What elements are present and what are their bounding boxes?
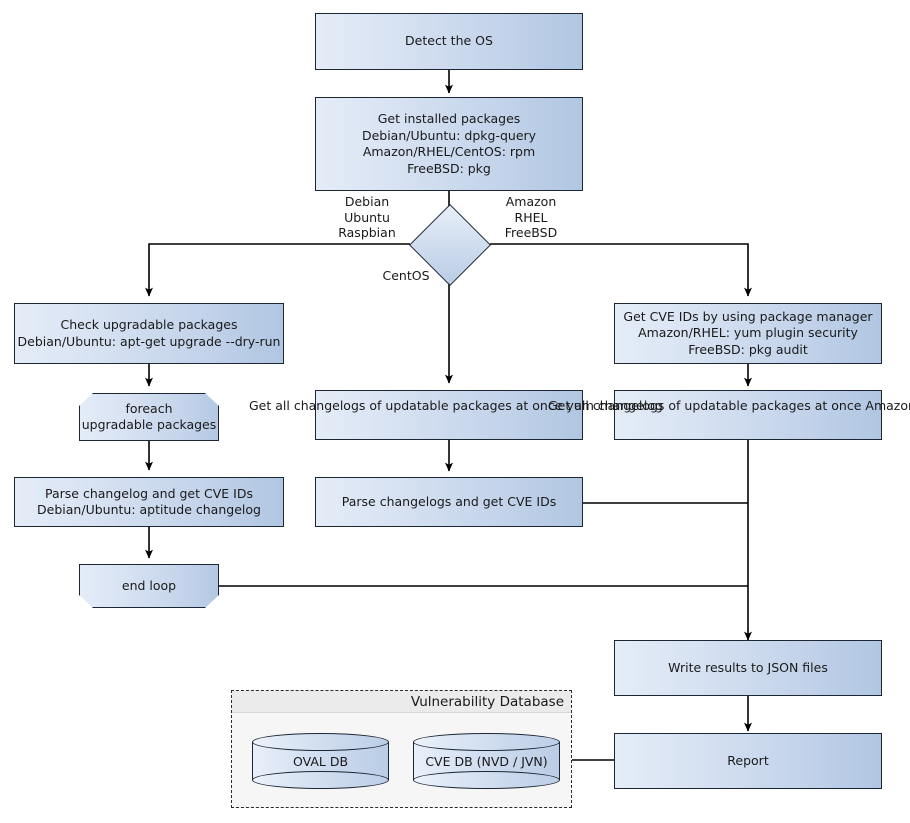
edge-label-left-branch: Debian Ubuntu Raspbian <box>338 194 396 240</box>
foreach-loop-shape <box>79 393 219 441</box>
database-cve-db[interactable]: CVE DB (NVD / JVN) <box>413 733 560 789</box>
node-detect-os-label: Detect the OS <box>405 33 493 49</box>
node-end-loop-label: end loop <box>121 577 177 593</box>
vulnerability-database-title: Vulnerability Database <box>232 691 571 713</box>
node-foreach-loop-line1: foreach <box>125 400 173 416</box>
node-parse-changelogs-center-label: Parse changelogs and get CVE IDs <box>341 493 557 509</box>
cve-db-label: CVE DB (NVD / JVN) <box>425 753 548 769</box>
node-foreach-loop-line2: upgradable packages <box>81 417 217 432</box>
node-report[interactable]: Report <box>614 733 882 789</box>
node-get-changelogs-center[interactable] <box>315 390 583 440</box>
node-parse-changelog-left-line1: Parse changelog and get CVE IDs <box>45 485 253 501</box>
database-oval-db[interactable]: OVAL DB <box>252 733 389 789</box>
node-get-cve-ids-right-line2: Amazon/RHEL: yum plugin security <box>638 325 858 341</box>
vulnerability-database-group: Vulnerability Database OVAL DB CVE DB (N… <box>231 690 572 808</box>
oval-db-label: OVAL DB <box>292 753 349 769</box>
node-write-results-label: Write results to JSON files <box>668 659 828 675</box>
node-get-installed-packages-line3: Amazon/RHEL/CentOS: rpm <box>362 144 536 159</box>
node-get-installed-packages[interactable]: Get installed packages Debian/Ubuntu: dp… <box>315 97 583 191</box>
node-foreach-loop[interactable]: foreach upgradable packages <box>79 393 219 441</box>
oval-db-top <box>252 733 389 751</box>
edge-label-down-branch: CentOS <box>382 268 430 283</box>
node-write-results[interactable]: Write results to JSON files <box>614 640 882 696</box>
node-get-cve-ids-right-line3: FreeBSD: pkg audit <box>688 341 808 357</box>
node-get-cve-ids-right[interactable]: Get CVE IDs by using package manager Ama… <box>614 303 882 364</box>
end-loop-shape <box>79 564 219 608</box>
node-check-upgradable-line1: Check upgradable packages <box>60 317 238 332</box>
node-parse-changelog-left[interactable]: Parse changelog and get CVE IDs Debian/U… <box>14 477 284 527</box>
node-get-cve-ids-right-line1: Get CVE IDs by using package manager <box>623 308 873 324</box>
node-check-upgradable[interactable]: Check upgradable packages Debian/Ubuntu:… <box>14 303 284 364</box>
node-parse-changelog-left-line2: Debian/Ubuntu: aptitude changelog <box>37 502 261 517</box>
node-get-installed-packages-line2: Debian/Ubuntu: dpkg-query <box>361 127 537 143</box>
edge-label-right-branch: Amazon RHEL FreeBSD <box>504 194 558 240</box>
cve-db-top <box>413 733 560 751</box>
cve-db-bottom <box>413 771 560 789</box>
node-get-installed-packages-line1: Get installed packages <box>377 111 521 126</box>
node-end-loop[interactable]: end loop <box>79 564 219 608</box>
node-check-upgradable-line2: Debian/Ubuntu: apt-get upgrade --dry-run <box>17 333 281 349</box>
node-get-installed-packages-line4: FreeBSD: pkg <box>407 160 491 176</box>
node-report-label: Report <box>727 752 769 768</box>
node-get-changelogs-right[interactable] <box>614 390 882 440</box>
oval-db-bottom <box>252 771 389 789</box>
node-detect-os[interactable]: Detect the OS <box>315 13 583 70</box>
node-parse-changelogs-center[interactable]: Parse changelogs and get CVE IDs <box>315 477 583 527</box>
edge-decision-right <box>490 243 752 297</box>
